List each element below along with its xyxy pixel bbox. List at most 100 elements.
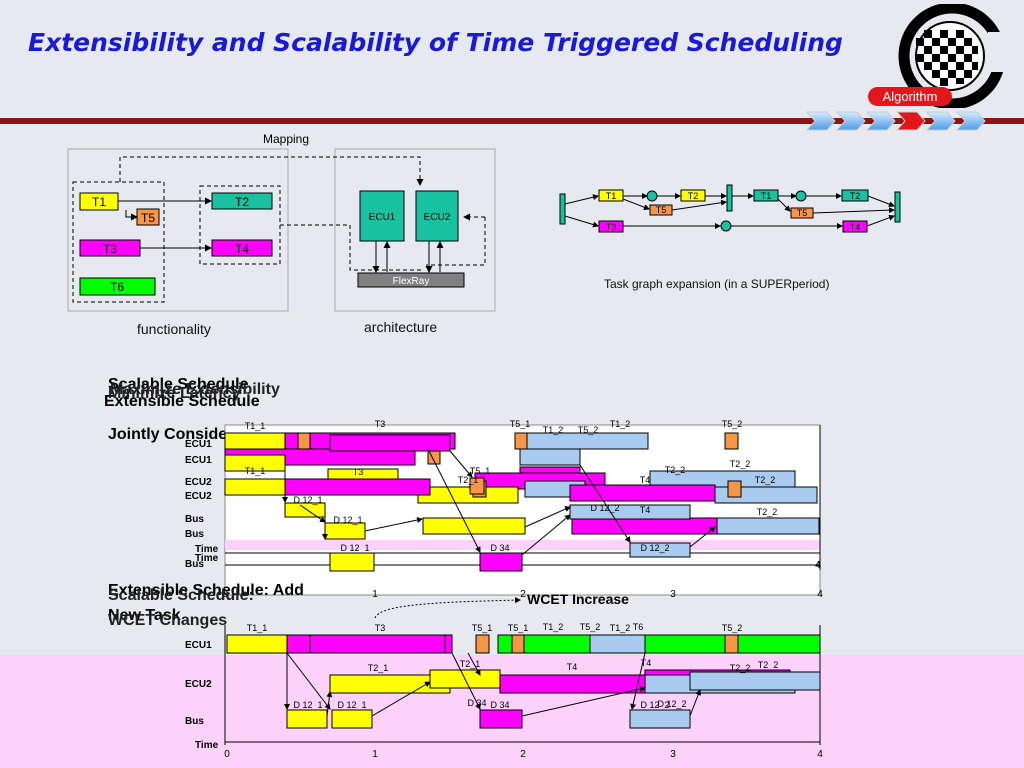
svg-text:D 34: D 34 — [467, 698, 486, 708]
svg-text:T2: T2 — [850, 191, 861, 201]
upper-row-ecu1: ECU1 — [185, 455, 212, 466]
svg-text:T1_1: T1_1 — [245, 421, 266, 431]
svg-text:T4: T4 — [640, 505, 651, 515]
svg-text:0: 0 — [222, 589, 228, 600]
svg-text:T2_2: T2_2 — [758, 660, 779, 670]
svg-text:T4: T4 — [641, 658, 652, 668]
lower-gantt: ECU1 ECU2 Bus Time 0 1 2 3 4 T1_1 T3 T5_… — [185, 622, 823, 760]
mapping-label: Mapping — [263, 132, 309, 146]
svg-text:0: 0 — [224, 749, 230, 760]
svg-text:4: 4 — [815, 560, 821, 571]
task-t4 — [211, 239, 273, 257]
svg-text:T5_2: T5_2 — [580, 622, 601, 632]
overlay-title-extensible: Extensible Schedule — [104, 393, 260, 410]
svg-text:T4: T4 — [850, 222, 861, 232]
ecu1-box — [359, 190, 405, 242]
svg-text:T3: T3 — [353, 467, 364, 477]
mapping-diagram: Mapping T1 T5 T3 T6 T2 T4 ECU1 ECU2 Flex… — [67, 132, 496, 312]
svg-text:T2_2: T2_2 — [665, 465, 686, 475]
svg-text:D 34: D 34 — [490, 543, 509, 553]
svg-text:T1_1: T1_1 — [247, 623, 268, 633]
functionality-caption: functionality — [137, 321, 211, 337]
svg-text:T1_2: T1_2 — [610, 419, 631, 429]
svg-text:T3: T3 — [375, 623, 386, 633]
svg-text:T3: T3 — [606, 222, 617, 232]
svg-text:3: 3 — [670, 589, 676, 600]
svg-text:T5_1: T5_1 — [508, 623, 529, 633]
svg-text:T3: T3 — [375, 419, 386, 429]
l-t5-1b-bar — [511, 634, 525, 654]
task-t4-label: T4 — [235, 242, 249, 256]
upper-row-ecu2: ECU2 — [185, 491, 212, 502]
svg-text:D 34: D 34 — [490, 700, 509, 710]
svg-text:ECU2: ECU2 — [185, 477, 212, 488]
lower-title-extensible: Extensible Schedule: Add New Task — [108, 582, 304, 624]
expansion-source-bar — [559, 193, 566, 225]
ecu1-task-group — [72, 181, 165, 303]
svg-text:T5: T5 — [797, 208, 808, 218]
title-rule — [0, 118, 1024, 124]
svg-text:T2_1: T2_1 — [458, 475, 479, 485]
l-t1-1-bar — [226, 634, 288, 654]
svg-text:T1_2: T1_2 — [543, 622, 564, 632]
svg-text:Time: Time — [195, 553, 219, 564]
svg-text:D 12_2: D 12_2 — [640, 543, 669, 553]
svg-text:T6: T6 — [633, 622, 644, 632]
flexray-bus — [357, 272, 465, 288]
svg-text:1: 1 — [372, 749, 378, 760]
svg-text:D 12_1: D 12_1 — [293, 700, 322, 710]
svg-text:T5_1: T5_1 — [470, 466, 491, 476]
svg-text:T5_1: T5_1 — [510, 419, 531, 429]
expansion-sink-bar — [894, 191, 901, 223]
l-t5-1-bar — [475, 634, 490, 654]
task-t6 — [79, 277, 156, 296]
ecu1-label: ECU1 — [369, 212, 396, 223]
svg-text:1: 1 — [372, 589, 378, 600]
flexray-label: FlexRay — [393, 276, 430, 287]
overlay-title-scalable: Scalable Schedule — [108, 376, 249, 393]
svg-text:Bus: Bus — [185, 559, 204, 570]
wcet-increase-label: WCET Increase — [527, 591, 629, 607]
svg-text:D 12_2: D 12_2 — [657, 699, 686, 709]
l-t3-bar-b — [309, 634, 446, 654]
svg-text:4: 4 — [817, 749, 823, 760]
logo-icon — [898, 4, 1024, 108]
svg-text:D 12_2: D 12_2 — [640, 700, 669, 710]
upper-gantt: ECU1 ECU2 Bus Time ECU1 ECU2 Bus Bus Tim… — [185, 419, 823, 600]
slide-title: Extensibility and Scalability of Time Tr… — [28, 28, 843, 57]
lower-row-bus: Bus — [185, 716, 204, 727]
task-t6-label: T6 — [110, 280, 124, 294]
svg-text:D 12_1: D 12_1 — [340, 543, 369, 553]
svg-text:T1: T1 — [606, 191, 617, 201]
crumb-arrow-5 — [925, 111, 956, 131]
svg-text:2: 2 — [520, 589, 526, 600]
task-t2 — [211, 192, 273, 210]
svg-text:D 12_1: D 12_1 — [337, 700, 366, 710]
svg-text:T4: T4 — [567, 662, 578, 672]
l-t6-bar — [497, 634, 821, 654]
architecture-caption: architecture — [364, 319, 438, 335]
svg-text:T2_2: T2_2 — [757, 507, 778, 517]
svg-text:2: 2 — [520, 749, 526, 760]
svg-text:T2_2: T2_2 — [730, 663, 751, 673]
svg-text:D 12_2: D 12_2 — [590, 503, 619, 513]
expansion-caption: Task graph expansion (in a SUPERperiod) — [604, 277, 830, 291]
l-t1-2-bar — [589, 634, 646, 654]
lower-row-ecu2: ECU2 — [185, 679, 212, 690]
svg-text:T1: T1 — [761, 191, 772, 201]
task-t3-label: T3 — [103, 242, 117, 256]
svg-text:T5_1: T5_1 — [472, 623, 493, 633]
svg-text:T1_2: T1_2 — [543, 425, 564, 435]
svg-text:T2_1: T2_1 — [368, 663, 389, 673]
svg-text:T2_1: T2_1 — [460, 659, 481, 669]
crumb-arrow-active — [895, 111, 926, 131]
algorithm-badge: Algorithm — [868, 87, 952, 106]
lower-title-scalable: Scalable Schedule: WCET Changes — [108, 587, 254, 629]
svg-text:T1_1: T1_1 — [245, 466, 266, 476]
svg-text:T2_2: T2_2 — [730, 459, 751, 469]
svg-text:D 12_1: D 12_1 — [293, 495, 322, 505]
breadcrumb-arrows — [805, 111, 986, 131]
lower-row-time: Time — [195, 740, 219, 751]
svg-text:T5: T5 — [656, 205, 667, 215]
svg-text:T1_2: T1_2 — [610, 623, 631, 633]
